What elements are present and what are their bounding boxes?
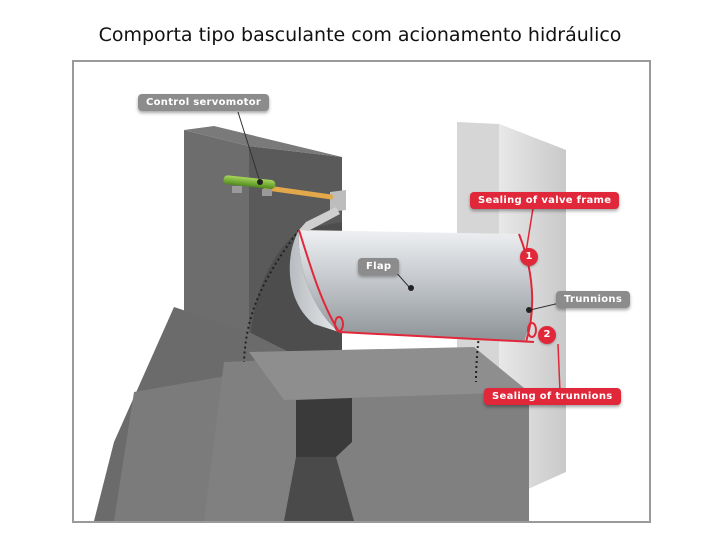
marker-2: 2 [538, 326, 556, 344]
servomotor-mount-2 [262, 189, 272, 196]
label-control-servomotor: Control servomotor [138, 94, 269, 111]
leader-dot-trunnions [526, 307, 532, 313]
label-flap: Flap [358, 258, 399, 275]
slide-title: Comporta tipo basculante com acionamento… [0, 24, 720, 46]
flap-body [299, 230, 533, 342]
servomotor-mount-1 [232, 186, 242, 193]
gate-diagram: Control servomotor Flap Trunnions Sealin… [72, 60, 651, 523]
drain-opening [296, 398, 352, 457]
label-trunnions: Trunnions [556, 291, 630, 308]
leader-dot-servomotor [257, 179, 263, 185]
label-sealing-valve-frame: Sealing of valve frame [470, 192, 619, 209]
leader-dot-flap [408, 285, 414, 291]
marker-1: 1 [520, 248, 538, 266]
servomotor-bracket [330, 190, 346, 212]
label-sealing-trunnions: Sealing of trunnions [484, 388, 621, 405]
